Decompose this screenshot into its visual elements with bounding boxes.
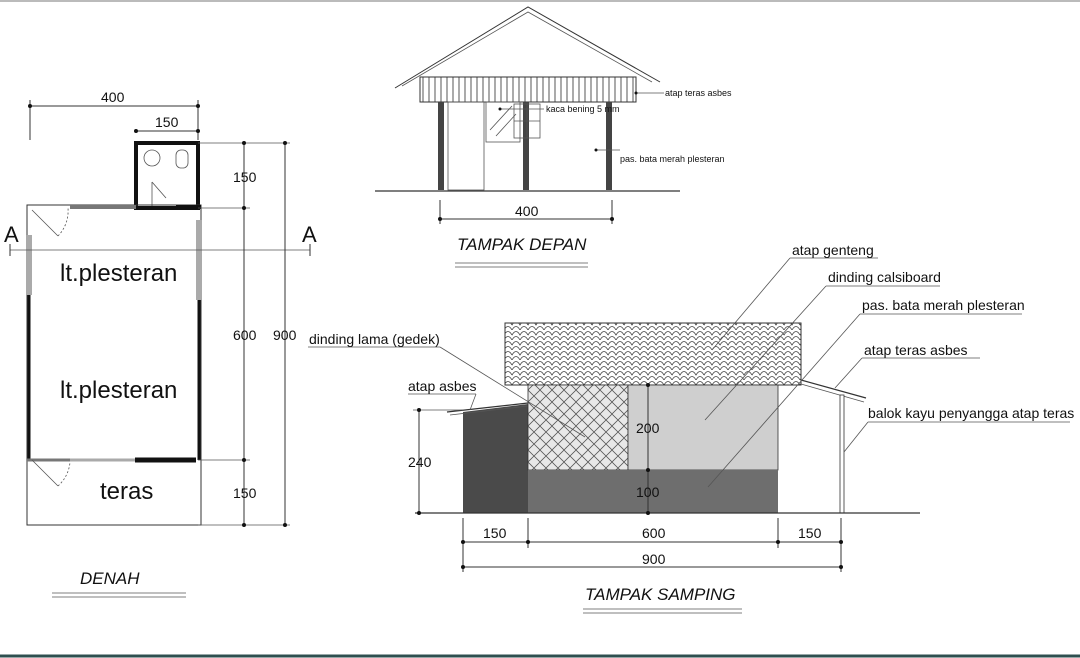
tampak-samping-side-elevation: atap genteng dinding calsiboard pas. bat… xyxy=(308,242,1074,614)
side-dim-height-left: 240 xyxy=(408,454,432,470)
section-mark-left: A xyxy=(4,222,19,247)
denah-floor-plan: 400 150 xyxy=(4,89,317,598)
side-gedek-wall xyxy=(527,384,629,471)
front-note-wall: pas. bata merah plesteran xyxy=(620,154,725,164)
denah-dims-right: 150 600 150 900 xyxy=(198,141,297,527)
side-note-gedek: dinding lama (gedek) xyxy=(309,331,440,347)
side-note-genteng: atap genteng xyxy=(792,242,874,258)
side-dim-upper: 200 xyxy=(636,420,660,436)
side-dim-seg-right: 150 xyxy=(798,525,822,541)
denah-dim-right-wc: 150 xyxy=(233,169,257,185)
side-note-bata: pas. bata merah plesteran xyxy=(862,297,1025,313)
front-roof-asbes-band xyxy=(419,76,637,103)
room-label-upper: lt.plesteran xyxy=(60,260,177,287)
front-roof-gable xyxy=(394,6,661,89)
side-dim-seg-left: 150 xyxy=(483,525,507,541)
front-post-right xyxy=(606,102,612,190)
side-note-asbes: atap asbes xyxy=(408,378,477,394)
front-door xyxy=(447,101,485,191)
side-dim-lower: 100 xyxy=(636,484,660,500)
denah-dim-top-total-label: 400 xyxy=(101,89,125,105)
front-note-glass: kaca bening 5 mm xyxy=(546,104,620,114)
tampak-depan-title: TAMPAK DEPAN xyxy=(457,235,587,254)
denah-title: DENAH xyxy=(80,569,140,588)
wc-door-swing xyxy=(151,181,167,199)
front-note-roof: atap teras asbes xyxy=(665,88,732,98)
front-post-left xyxy=(438,102,444,190)
side-left-annex-wall xyxy=(463,404,528,513)
room-label-lower: lt.plesteran xyxy=(60,377,177,404)
denah-dim-right-teras: 150 xyxy=(233,485,257,501)
side-right-teras-post xyxy=(839,394,845,514)
wc-walls xyxy=(134,141,200,210)
denah-main-building xyxy=(26,204,202,526)
denah-dim-top-total: 400 xyxy=(28,89,200,140)
tampak-depan-front-elevation: atap teras asbes kaca bening 5 mm pas. b… xyxy=(375,6,732,268)
door-teras-leaf xyxy=(31,459,59,487)
door-teras-swing xyxy=(57,461,71,487)
wc-block xyxy=(134,141,200,210)
denah-dim-right-main: 600 xyxy=(233,327,257,343)
denah-dim-top-wc-label: 150 xyxy=(155,114,179,130)
denah-dim-top-wc: 150 xyxy=(134,114,200,133)
front-post-mid xyxy=(523,102,529,190)
wc-sink-icon xyxy=(143,149,161,167)
side-dim-seg-mid: 600 xyxy=(642,525,666,541)
front-dim-width: 400 xyxy=(515,203,539,219)
side-left-asbes-roof xyxy=(446,402,529,413)
tampak-samping-title: TAMPAK SAMPING xyxy=(585,585,736,604)
door-top-left-swing xyxy=(57,207,69,237)
wc-toilet-icon xyxy=(175,149,189,169)
side-calsiboard-wall xyxy=(627,384,779,471)
room-label-teras: teras xyxy=(100,478,153,505)
section-line-a-a: A A xyxy=(4,222,317,256)
front-window-glass xyxy=(485,101,521,143)
side-roof-genteng xyxy=(504,322,802,386)
side-note-calsiboard: dinding calsiboard xyxy=(828,269,941,285)
side-note-teras-asbes: atap teras asbes xyxy=(864,342,968,358)
right-wall-window xyxy=(196,220,202,300)
side-right-teras-roof xyxy=(800,379,867,399)
side-bata-wall xyxy=(528,470,778,513)
left-wall-window xyxy=(26,235,32,295)
side-note-balok: balok kayu penyangga atap teras xyxy=(868,405,1074,421)
denah-dim-right-total: 900 xyxy=(273,327,297,343)
section-mark-right: A xyxy=(302,222,317,247)
door-top-left-leaf xyxy=(31,209,59,237)
side-dim-total: 900 xyxy=(642,551,666,567)
